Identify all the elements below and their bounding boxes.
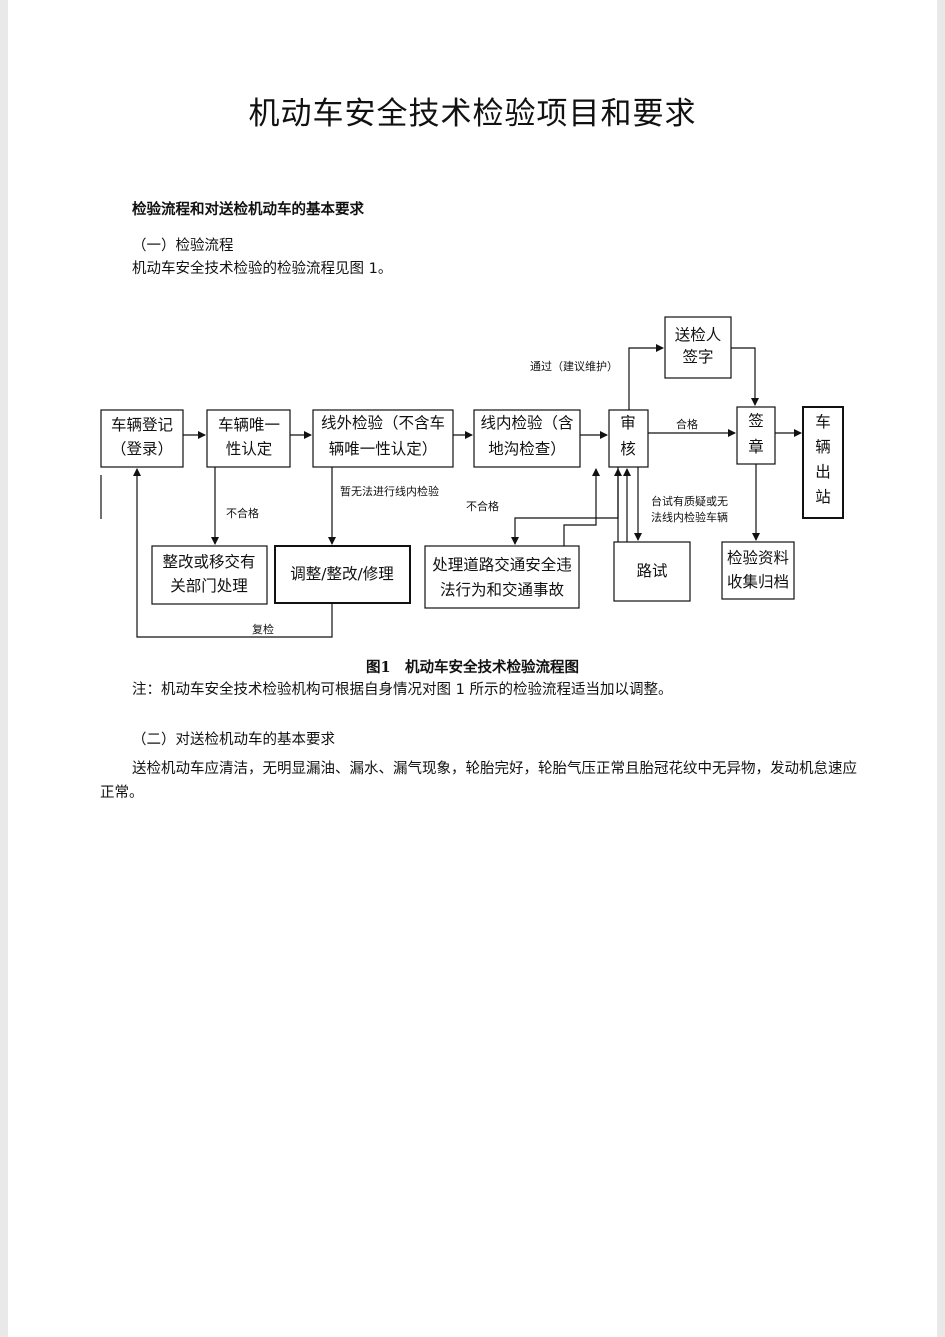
box-exit bbox=[802, 406, 844, 519]
box-exit-line1: 车 bbox=[815, 413, 831, 431]
document-page bbox=[8, 0, 937, 1337]
page-title: 机动车安全技术检验项目和要求 bbox=[248, 96, 697, 132]
label-bench-doubt-line1: 台试有质疑或无 bbox=[651, 494, 728, 508]
box-review-line1: 审 bbox=[620, 414, 636, 432]
box-signer-line1: 送检人 bbox=[675, 326, 722, 344]
box-archive-line1: 检验资料 bbox=[727, 549, 789, 567]
box-road-test-text: 路试 bbox=[636, 562, 667, 580]
label-fail-mid: 不合格 bbox=[466, 499, 499, 513]
subsection-heading-flow: （一）检验流程 bbox=[132, 238, 234, 254]
box-archive bbox=[721, 541, 795, 600]
box-exit-line4: 站 bbox=[815, 488, 831, 506]
inspection-flowchart: 车辆登记 （登录） 车辆唯一 性认定 线外检验（不含车 辆唯一性认定） 线内检验… bbox=[100, 316, 844, 638]
box-road-test bbox=[613, 541, 691, 602]
box-violation bbox=[424, 545, 580, 609]
box-adjust bbox=[274, 545, 411, 604]
box-offline-line2: 辆唯一性认定） bbox=[329, 440, 438, 458]
box-review-line2: 核 bbox=[620, 440, 636, 458]
label-cannot-inline: 暂无法进行线内检验 bbox=[340, 484, 439, 498]
box-inline-line2: 地沟检查） bbox=[488, 440, 566, 458]
label-recheck: 复检 bbox=[252, 622, 274, 636]
label-fail-left: 不合格 bbox=[226, 506, 259, 520]
label-pass: 合格 bbox=[676, 417, 698, 431]
box-register bbox=[100, 409, 184, 468]
section-heading: 检验流程和对送检机动车的基本要求 bbox=[132, 202, 364, 218]
box-identity-line2: 性认定 bbox=[226, 440, 273, 458]
box-rectify-line2: 关部门处理 bbox=[170, 577, 248, 595]
requirements-paragraph: 送检机动车应清洁，无明显漏油、漏水、漏气现象，轮胎完好，轮胎气压正常且胎冠花纹中… bbox=[100, 761, 857, 801]
box-rectify-line1: 整改或移交有 bbox=[162, 553, 255, 571]
box-seal-line2: 章 bbox=[748, 438, 764, 456]
box-register-line2: （登录） bbox=[111, 440, 173, 458]
box-exit-line3: 出 bbox=[815, 463, 831, 481]
box-offline bbox=[312, 409, 454, 468]
box-adjust-text: 调整/整改/修理 bbox=[290, 565, 393, 583]
box-identity bbox=[206, 409, 291, 468]
label-pass-advice: 通过（建议维护） bbox=[530, 359, 618, 373]
box-signer-line2: 签字 bbox=[682, 348, 713, 366]
figure-caption: 图1 机动车安全技术检验流程图 bbox=[365, 659, 580, 676]
box-register-line1: 车辆登记 bbox=[111, 416, 173, 434]
box-inline-line1: 线内检验（含 bbox=[480, 414, 574, 432]
box-identity-line1: 车辆唯一 bbox=[218, 416, 280, 434]
box-violation-line1: 处理道路交通安全违 bbox=[432, 556, 572, 574]
box-seal-line1: 签 bbox=[748, 412, 764, 430]
box-rectify-transfer bbox=[151, 545, 268, 605]
flow-intro-text: 机动车安全技术检验的检验流程见图 1。 bbox=[132, 261, 393, 277]
figure-note: 注：机动车安全技术检验机构可根据自身情况对图 1 所示的检验流程适当加以调整。 bbox=[132, 682, 673, 698]
box-archive-line2: 收集归档 bbox=[727, 573, 789, 591]
label-bench-doubt-line2: 法线内检验车辆 bbox=[651, 510, 728, 524]
subsection-heading-requirements: （二）对送检机动车的基本要求 bbox=[132, 732, 335, 748]
box-exit-line2: 辆 bbox=[815, 438, 831, 456]
box-inline bbox=[473, 409, 581, 468]
box-violation-line2: 法行为和交通事故 bbox=[440, 581, 564, 599]
box-offline-line1: 线外检验（不含车 bbox=[321, 414, 445, 432]
